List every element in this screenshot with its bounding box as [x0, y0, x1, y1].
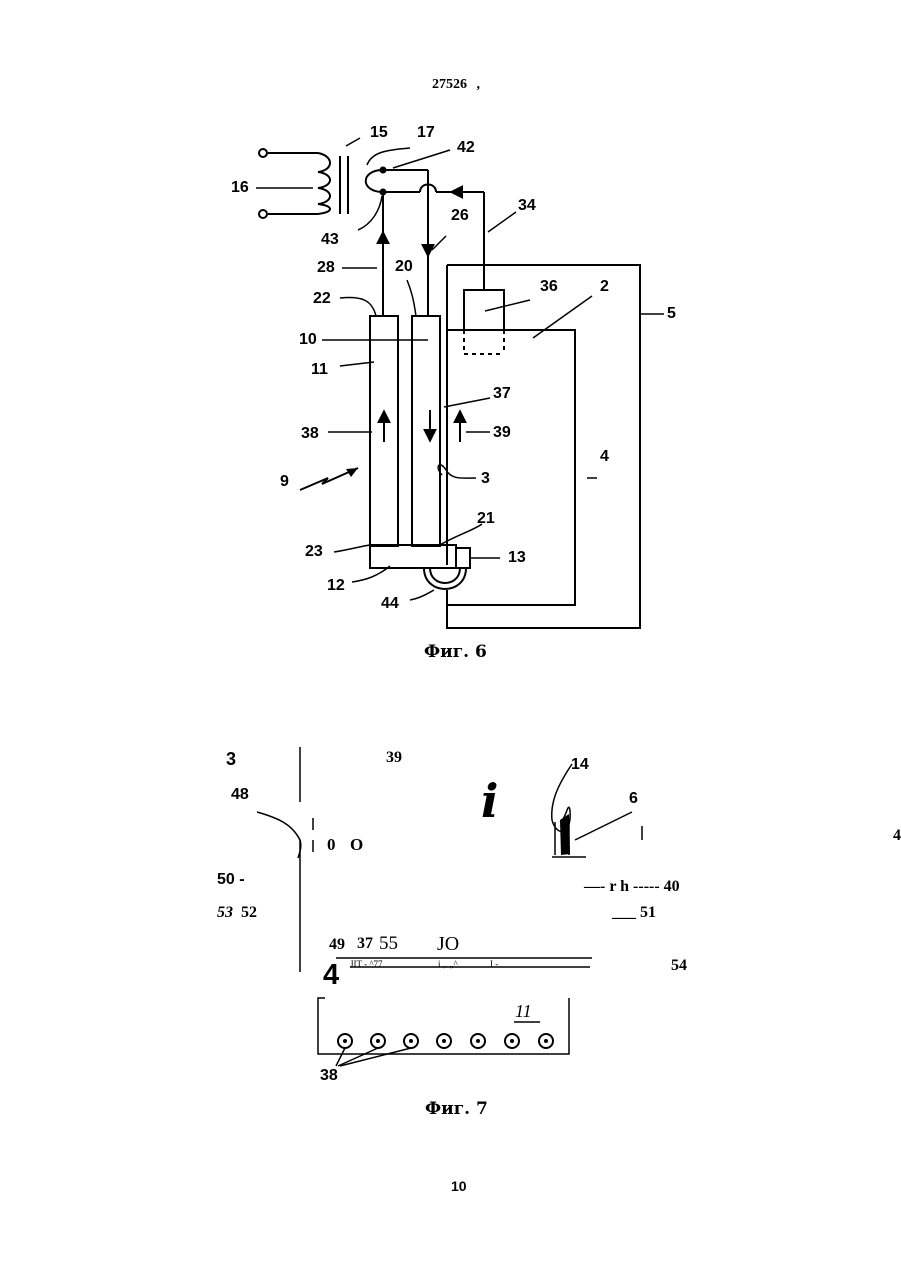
fig7-artifact-text: I -	[490, 960, 498, 969]
fig7-label-52: 52	[241, 905, 257, 921]
page-number: 10	[451, 1179, 467, 1193]
fig7-label-50: 50 -	[217, 872, 245, 888]
fig7-artifact-text: i ,. „^	[438, 960, 458, 969]
fig7-label-i: i	[481, 778, 498, 824]
fig7-label-14: 14	[571, 757, 589, 773]
fig7-label-4-right: 4	[893, 828, 901, 844]
fig7-label-51: ___ 51	[612, 905, 656, 921]
fig7-label-JO: JO	[437, 934, 459, 954]
fig7-label-54: 54	[671, 958, 687, 974]
figure-7-caption: Фиг. 7	[425, 1101, 488, 1118]
fig7-label-53: 53	[217, 905, 233, 921]
fig7-label-55: 55	[379, 934, 398, 953]
fig7-label-48: 48	[231, 787, 249, 803]
fig7-artifact-text: JIT - ^77	[350, 960, 383, 969]
fig7-label-37: 37	[357, 936, 373, 952]
fig7-label-6: 6	[629, 791, 638, 807]
fig7-label-38: 38	[320, 1068, 338, 1084]
fig7-label-O: O	[350, 836, 363, 853]
fig7-label-40: —- r h ----- 40	[584, 879, 680, 895]
fig7-label-3: 3	[226, 750, 236, 768]
fig7-label-49: 49	[329, 937, 345, 953]
fig7-label-0: 0	[327, 836, 336, 853]
fig7-label-11: 11	[515, 1002, 532, 1020]
fig7-label-4: 4	[323, 961, 339, 990]
fig7-label-39: 39	[386, 750, 402, 766]
